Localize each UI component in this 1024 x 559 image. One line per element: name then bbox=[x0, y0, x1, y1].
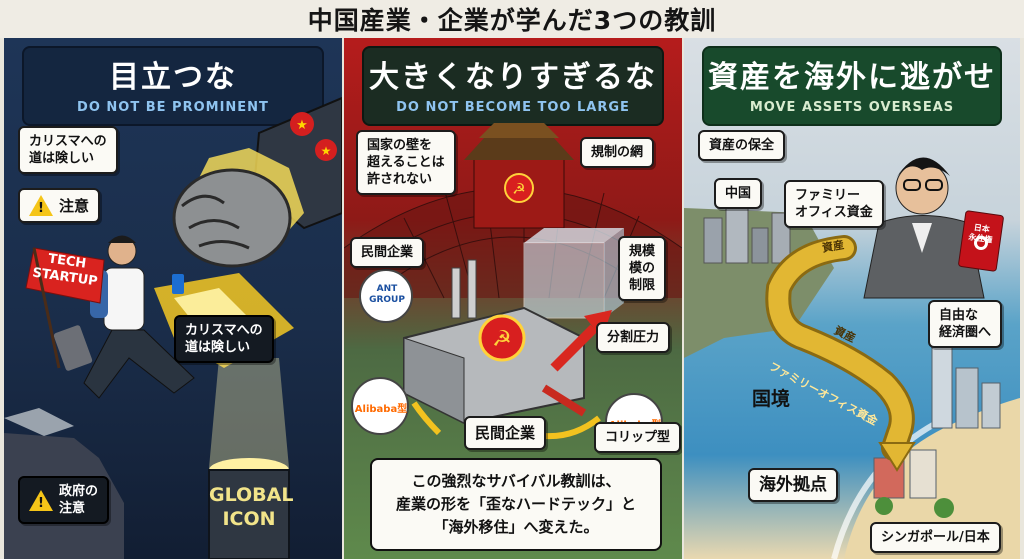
panel-header: 大きくなりすぎるな DO NOT BECOME TOO LARGE bbox=[362, 46, 664, 126]
lesson-summary: この強烈なサバイバル教訓は、 産業の形を「歪なハードテック」と 「海外移住」へ変… bbox=[370, 458, 662, 551]
label-caution: ! 注意 bbox=[18, 188, 101, 223]
svg-text:☭: ☭ bbox=[492, 327, 512, 352]
label-free-economic-zone: 自由な 経済圏へ bbox=[928, 300, 1003, 348]
label-asset-preservation: 資産の保全 bbox=[698, 130, 786, 161]
panel-heading: 大きくなりすぎるな bbox=[369, 60, 657, 95]
label-private-company-2: 民間企業 bbox=[464, 416, 547, 450]
panel-subheading: MOVE ASSETS OVERSEAS bbox=[749, 100, 955, 115]
panel-header: 目立つな DO NOT BE PROMINENT bbox=[22, 46, 324, 126]
label-destination: シンガポール/日本 bbox=[870, 522, 1001, 553]
label-collip-type: コリップ型 bbox=[594, 422, 682, 453]
label-family-office-funds: ファミリー オフィス資金 bbox=[784, 180, 884, 228]
svg-text:★: ★ bbox=[296, 118, 308, 133]
svg-text:★: ★ bbox=[321, 144, 332, 158]
label-scale-limit: 規模 模の 制限 bbox=[618, 236, 667, 301]
warning-icon: ! bbox=[29, 195, 53, 216]
panel-heading: 目立つな bbox=[109, 60, 237, 95]
page-title: 中国産業・企業が学んだ3つの教訓 bbox=[0, 0, 1024, 38]
panel-do-not-become-too-large: 大きくなりすぎるな DO NOT BECOME TOO LARGE ☭ ☭ bbox=[344, 38, 682, 559]
label-charisma-path: カリスマへの 道は険しい bbox=[18, 126, 118, 174]
label-split-pressure: 分割圧力 bbox=[596, 322, 671, 353]
panel-subheading: DO NOT BECOME TOO LARGE bbox=[396, 100, 630, 115]
label-border: 国境 bbox=[752, 388, 791, 410]
ant-group-logo: ANT GROUP bbox=[369, 284, 405, 305]
label-government-caution: ! 政府の 注意 bbox=[18, 476, 110, 524]
caution-text: 注意 bbox=[59, 196, 90, 215]
label-state-wall: 国家の壁を 超えることは 許されない bbox=[356, 130, 456, 195]
gov-caution-text: 政府の 注意 bbox=[59, 484, 99, 516]
label-china: 中国 bbox=[714, 178, 763, 209]
svg-text:☭: ☭ bbox=[512, 180, 525, 198]
passport-text: 日本 永住権 bbox=[967, 222, 993, 245]
panel-header: 資産を海外に逃がせ MOVE ASSETS OVERSEAS bbox=[702, 46, 1002, 126]
panel-move-assets-overseas: 資産を海外に逃がせ MOVE ASSETS OVERSEAS bbox=[684, 38, 1020, 559]
label-charisma-path-2: カリスマへの 道は険しい bbox=[174, 315, 274, 363]
panel-do-not-be-prominent: 目立つな DO NOT BE PROMINENT ★ ★ カリスマへの 道は険し… bbox=[4, 38, 342, 559]
label-regulation-net: 規制の網 bbox=[580, 137, 655, 168]
pedestal-text: GLOBAL ICON bbox=[209, 484, 294, 530]
label-overseas-base: 海外拠点 bbox=[748, 468, 838, 502]
label-private-company: 民間企業 bbox=[350, 237, 425, 268]
warning-icon-2: ! bbox=[29, 489, 53, 511]
asset-transfer-illustration bbox=[684, 157, 1020, 559]
panel-heading: 資産を海外に逃がせ bbox=[708, 60, 996, 95]
alibaba-logo-left: Alibaba型 bbox=[354, 404, 408, 415]
panel-subheading: DO NOT BE PROMINENT bbox=[77, 100, 269, 115]
